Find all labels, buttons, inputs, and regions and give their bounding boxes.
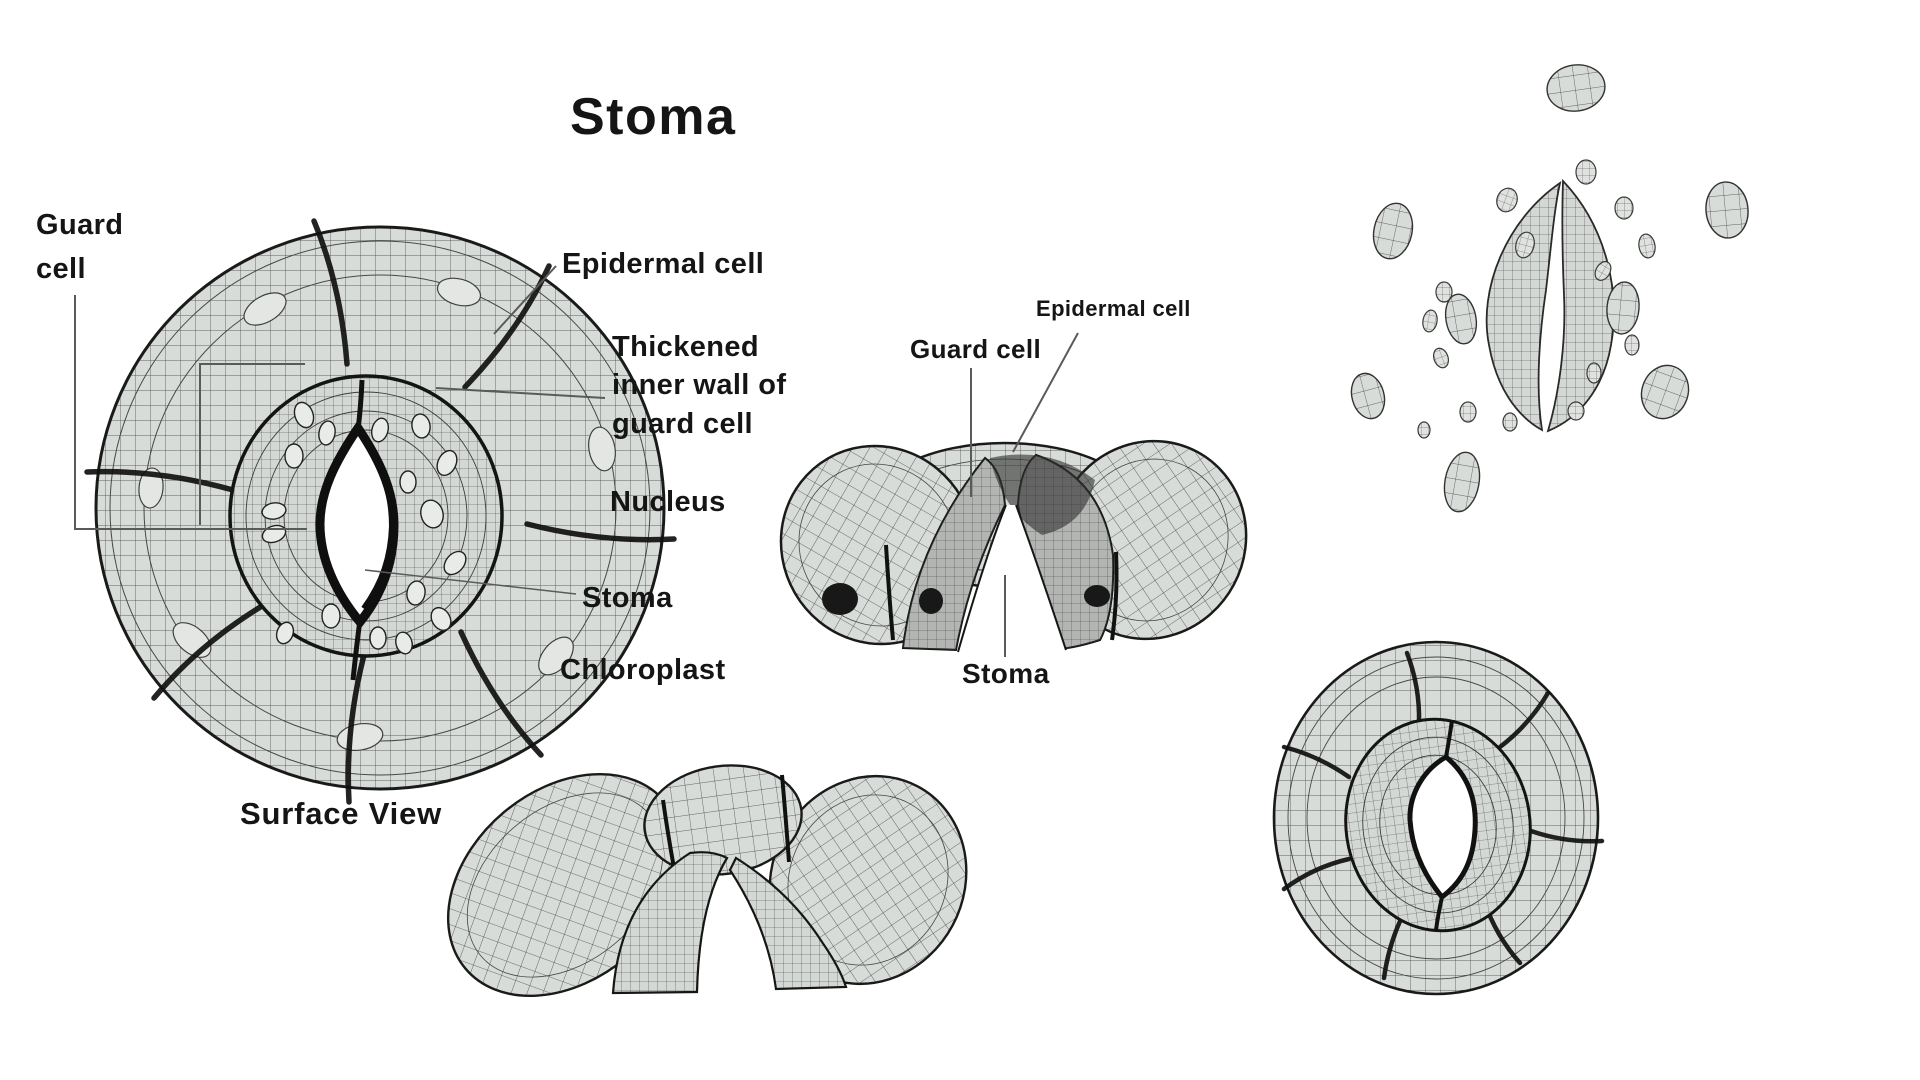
leader-lines xyxy=(74,265,1079,657)
label-guard-cell-section: Guard cell xyxy=(910,334,1042,364)
label-nucleus: Nucleus xyxy=(610,486,726,518)
inner-chamber-shading xyxy=(990,454,1095,535)
section-view-figure xyxy=(779,439,1248,653)
label-thickened-inner-wall: Thickened inner wall of guard cell xyxy=(612,331,795,440)
label-epidermal-cell-section: Epidermal cell xyxy=(1036,296,1191,321)
label-guard-cell-surface: Guard cell xyxy=(36,209,132,285)
caption-surface-view: Surface View xyxy=(240,796,443,831)
leader-guard-cell-surface xyxy=(74,295,307,530)
nuclei xyxy=(822,583,1110,615)
label-epidermal-cell-surface: Epidermal cell xyxy=(562,248,765,280)
top-guard-band xyxy=(643,764,803,876)
label-chloroplast: Chloroplast xyxy=(560,654,726,686)
leader-guard-cell-surface-2 xyxy=(199,363,305,525)
scattered-cells-large xyxy=(1350,64,1749,513)
guard-cell-pair-right xyxy=(1546,178,1615,433)
inner-right-guard-cell xyxy=(728,856,848,991)
leader-epidermal-cell-section xyxy=(1012,332,1079,453)
leader-thickened-wall xyxy=(435,387,606,399)
guard-cell-pair-left xyxy=(1485,180,1562,432)
section-stoma-opening xyxy=(958,505,1066,652)
cross-section-figure xyxy=(446,764,968,998)
thickened-inner-wall-shape xyxy=(361,438,394,610)
label-stoma-surface: Stoma xyxy=(582,582,673,614)
inner-left-guard-cell xyxy=(611,851,729,995)
diagram-title: Stoma xyxy=(570,88,737,146)
exploded-view-figure xyxy=(1350,64,1749,513)
leader-epidermal-cell-surface xyxy=(493,265,557,335)
surface-view-figure xyxy=(84,218,677,805)
leader-stoma-surface xyxy=(364,569,577,595)
label-stoma-section: Stoma xyxy=(962,658,1050,689)
open-stoma-figure xyxy=(1272,640,1605,996)
scattered-cells-small xyxy=(1417,159,1656,439)
chloroplasts xyxy=(261,401,467,655)
